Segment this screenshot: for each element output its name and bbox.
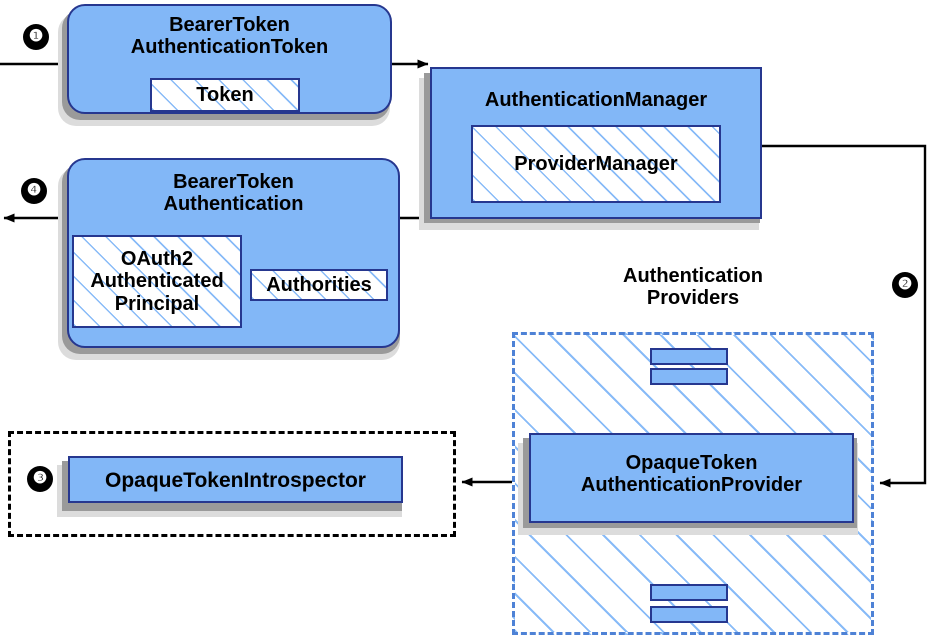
collapsed-provider-bar-top-1 bbox=[650, 348, 728, 365]
collapsed-provider-bar-bottom-2 bbox=[650, 606, 728, 623]
step-bullet-2: ❷ bbox=[892, 272, 918, 298]
node-opaque-token-authentication-provider[interactable]: OpaqueToken AuthenticationProvider bbox=[529, 433, 854, 523]
inner-oauth2-authenticated-principal: OAuth2 Authenticated Principal bbox=[72, 235, 242, 328]
bearer-token-authentication-token-title-line1: BearerToken bbox=[169, 14, 290, 36]
inner-provider-manager: ProviderManager bbox=[471, 125, 721, 203]
inner-authorities: Authorities bbox=[250, 269, 388, 301]
inner-token: Token bbox=[150, 78, 300, 112]
collapsed-provider-bar-bottom-1 bbox=[650, 584, 728, 601]
inner-authorities-label: Authorities bbox=[266, 273, 372, 296]
authentication-providers-caption: Authentication Providers bbox=[512, 265, 874, 310]
opaque-token-introspector-group bbox=[8, 431, 456, 537]
bearer-token-authentication-title-line2: Authentication bbox=[163, 193, 304, 216]
opaque-token-authentication-provider-title-line1: OpaqueToken bbox=[625, 452, 758, 474]
step-bullet-1: ❶ bbox=[23, 24, 49, 50]
step-bullet-3: ❸ bbox=[27, 466, 53, 492]
collapsed-provider-bar-top-2 bbox=[650, 368, 728, 385]
step-bullet-4: ❹ bbox=[21, 178, 47, 204]
node-opaque-token-introspector[interactable]: OpaqueTokenIntrospector bbox=[68, 456, 403, 503]
authentication-providers-caption-line2: Providers bbox=[646, 287, 740, 310]
authentication-providers-caption-line1: Authentication bbox=[623, 265, 763, 287]
opaque-token-authentication-provider-title-line2: AuthenticationProvider bbox=[580, 474, 803, 497]
inner-principal-line3: Principal bbox=[114, 292, 200, 315]
bearer-token-authentication-token-title-line2: AuthenticationToken bbox=[130, 36, 329, 59]
inner-principal-line2: Authenticated bbox=[90, 270, 224, 293]
inner-token-label: Token bbox=[196, 83, 254, 106]
bearer-token-authentication-title-line1: BearerToken bbox=[173, 171, 294, 193]
inner-principal-line1: OAuth2 bbox=[120, 247, 194, 270]
opaque-token-introspector-title: OpaqueTokenIntrospector bbox=[105, 469, 366, 492]
inner-provider-manager-label: ProviderManager bbox=[514, 152, 678, 175]
authentication-manager-title: AuthenticationManager bbox=[484, 89, 708, 111]
